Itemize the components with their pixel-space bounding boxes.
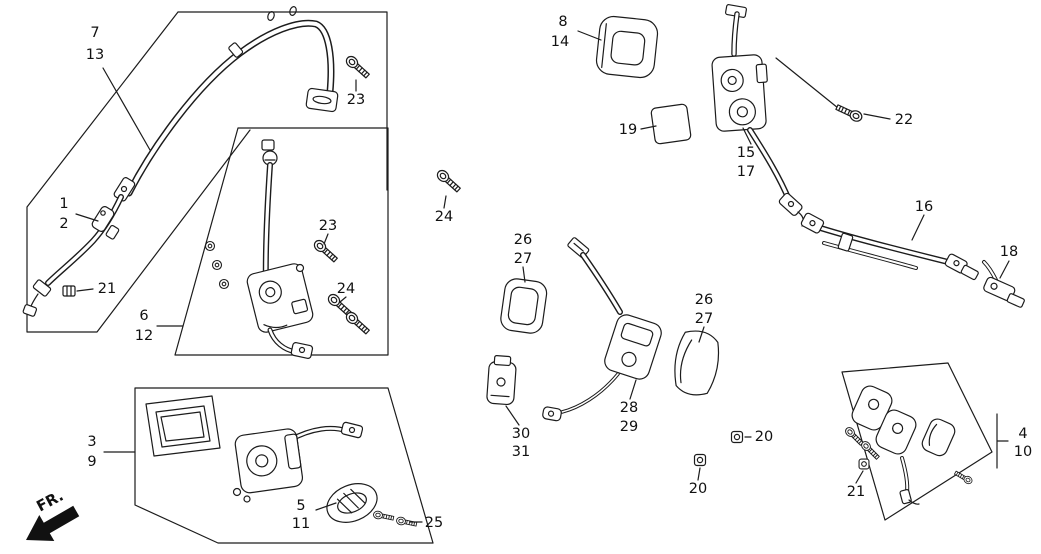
- part-label-7: 7: [90, 24, 100, 41]
- part-label-28: 28: [619, 399, 639, 416]
- part-label-8: 8: [558, 13, 568, 30]
- nuts-20: [693, 430, 744, 467]
- part-label-10: 10: [1013, 443, 1033, 460]
- bolt-23-upper: [343, 53, 372, 81]
- buckle-30-31: [486, 355, 517, 406]
- part-label-6: 6: [139, 307, 149, 324]
- part-label-29: 29: [619, 418, 639, 435]
- region-box-roof-rail: [26, 11, 388, 333]
- region-box-adjuster: [174, 127, 389, 356]
- part-label-27: 27: [694, 310, 714, 327]
- part-label-15: 15: [736, 144, 756, 161]
- part-label-4: 4: [1018, 425, 1028, 442]
- height-adjuster-assembly: [204, 139, 372, 359]
- part-label-18: 18: [999, 243, 1019, 260]
- part-label-1: 1: [59, 195, 69, 212]
- bolt-24-upper: [434, 167, 463, 195]
- bolt-22: [775, 57, 865, 124]
- retractor-assembly: [145, 395, 418, 529]
- anchor-cover-8-14: [595, 15, 659, 79]
- buckle-cover-26-27-left: [500, 278, 548, 334]
- leader-lines: [75, 30, 1010, 523]
- part-label-27: 27: [513, 250, 533, 267]
- front-belt-retractor-assembly: [711, 4, 804, 227]
- rear-buckle-assembly-4-10: [843, 385, 974, 505]
- region-box-rear-buckle: [841, 362, 993, 521]
- part-label-23: 23: [318, 217, 338, 234]
- part-label-21: 21: [846, 483, 866, 500]
- part-label-5: 5: [296, 497, 306, 514]
- center-buckle-assembly-28-29: [542, 237, 662, 422]
- part-label-2: 2: [59, 215, 69, 232]
- pad-26-27-right: [674, 330, 720, 396]
- part-label-9: 9: [87, 453, 97, 470]
- pad-19: [650, 103, 692, 145]
- part-label-26: 26: [694, 291, 714, 308]
- lower-belt-anchor: [22, 194, 124, 317]
- part-label-30: 30: [511, 425, 531, 442]
- part-label-25: 25: [424, 514, 444, 531]
- part-label-24: 24: [434, 208, 454, 225]
- part-label-24: 24: [336, 280, 356, 297]
- part-label-26: 26: [513, 231, 533, 248]
- part-label-17: 17: [736, 163, 756, 180]
- anchor-18: [982, 260, 1025, 308]
- part-label-12: 12: [134, 327, 154, 344]
- part-label-3: 3: [87, 433, 97, 450]
- part-label-16: 16: [914, 198, 934, 215]
- part-label-11: 11: [291, 515, 311, 532]
- fr-arrow: [26, 505, 80, 541]
- rear-lap-belt-16: [800, 212, 979, 281]
- part-label-20: 20: [754, 428, 774, 445]
- region-box-retractor: [134, 387, 434, 544]
- part-label-23: 23: [346, 91, 366, 108]
- part-label-20: 20: [688, 480, 708, 497]
- part-label-13: 13: [85, 46, 105, 63]
- part-label-14: 14: [550, 33, 570, 50]
- part-label-22: 22: [894, 111, 914, 128]
- part-label-19: 19: [618, 121, 638, 138]
- part-label-31: 31: [511, 443, 531, 460]
- part-label-21: 21: [97, 280, 117, 297]
